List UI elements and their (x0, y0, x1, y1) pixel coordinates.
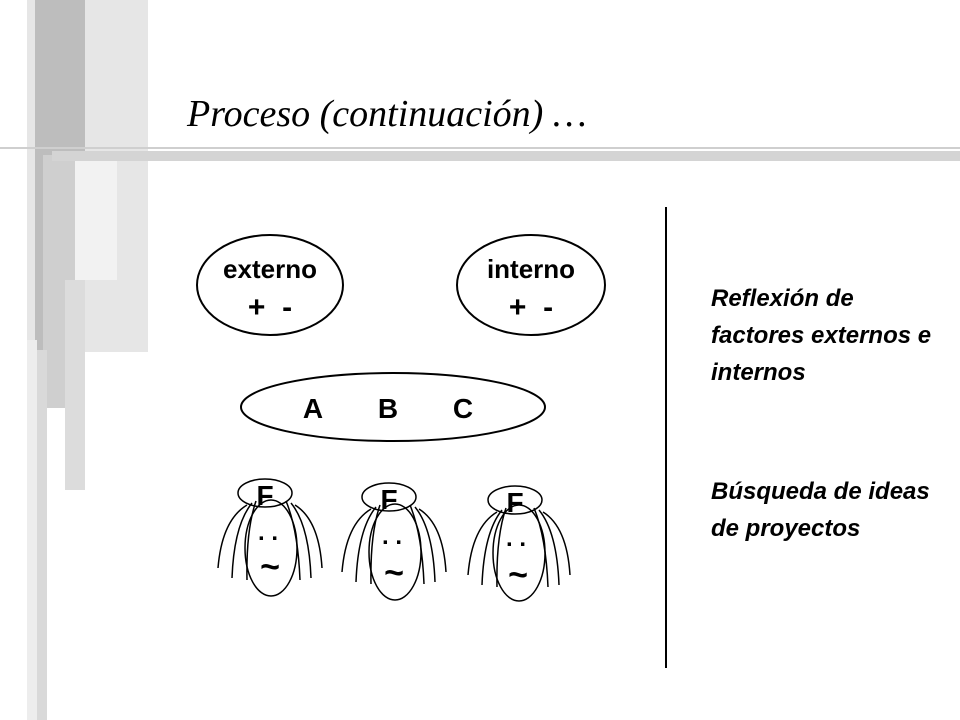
face-3-eyes: . . (506, 525, 526, 552)
face-1-hat-letter: F (256, 480, 273, 511)
face-1-eyes: . . (258, 519, 278, 546)
face-2-mouth: ~ (384, 554, 404, 592)
face-2-hair (341, 504, 447, 585)
face-3-hat-letter: F (506, 487, 523, 518)
option-b: B (378, 393, 398, 424)
slide-title: Proceso (continuación) … (187, 93, 587, 135)
option-c: C (453, 393, 473, 424)
external-label: externo (223, 254, 317, 284)
face-2-hat (361, 482, 417, 512)
face-3-mouth: ~ (508, 556, 528, 594)
external-signs: + - (248, 291, 292, 324)
face-3-hair (467, 507, 571, 588)
face-3-hat (487, 485, 543, 515)
face-2-hat-letter: F (380, 484, 397, 515)
face-1-hair (217, 500, 323, 581)
option-a: A (303, 393, 323, 424)
decor-bar-mid-4 (65, 280, 85, 490)
internal-ellipse (456, 234, 606, 336)
internal-label: interno (487, 254, 575, 284)
note-search: Búsqueda de ideas de proyectos (711, 478, 930, 542)
decor-bar-bottom (37, 350, 47, 720)
note-reflection: Reflexión de factores externos e interno… (711, 285, 932, 386)
face-1-mouth: ~ (260, 548, 280, 586)
internal-signs: + - (509, 291, 553, 324)
decor-bar-thin (27, 340, 37, 720)
face-3: F . . ~ (467, 485, 571, 602)
external-ellipse (196, 234, 344, 336)
face-1-hat (237, 478, 293, 508)
face-1: F . . ~ (217, 478, 323, 597)
title-underline-thick (52, 151, 960, 161)
title-underline (0, 147, 960, 149)
face-2: F . . ~ (341, 482, 447, 601)
options-ellipse (240, 372, 546, 442)
face-2-eyes: . . (382, 523, 402, 550)
